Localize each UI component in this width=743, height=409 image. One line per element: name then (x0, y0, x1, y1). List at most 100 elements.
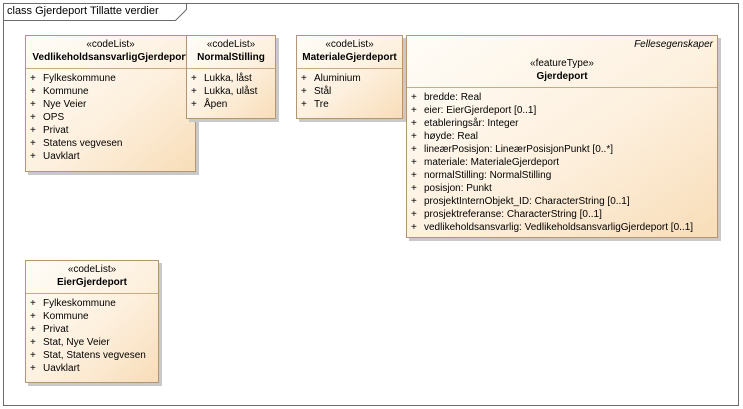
item-text: Uavklart (43, 151, 80, 162)
visibility-marker: + (30, 324, 36, 335)
attribute-item: + prosjektreferanse: CharacterString [0..… (407, 208, 717, 221)
visibility-marker: + (30, 99, 36, 110)
literal-item: + Statens vegvesen (26, 137, 195, 150)
visibility-marker: + (191, 86, 197, 97)
item-text: Aluminium (314, 73, 361, 84)
item-text: Stat, Statens vegvesen (43, 350, 146, 361)
literal-list: +Fylkeskommune+Kommune+Nye Veier+OPS+Pri… (26, 69, 195, 163)
visibility-marker: + (30, 73, 36, 84)
stereotype-label: «codeList» (325, 39, 374, 50)
literal-item: + Åpen (187, 98, 275, 111)
attribute-item: + materiale: MaterialeGjerdeport (407, 156, 717, 169)
visibility-marker: + (411, 170, 417, 181)
item-text: høyde: Real (424, 131, 478, 142)
literal-item: + Uavklart (26, 150, 195, 163)
literal-item: + Fylkeskommune (26, 297, 158, 310)
item-text: Stål (314, 86, 332, 97)
item-text: Statens vegvesen (43, 138, 123, 149)
item-text: Privat (43, 125, 69, 136)
visibility-marker: + (411, 105, 417, 116)
item-text: Uavklart (43, 363, 80, 374)
literal-item: +Lukka, ulåst (187, 85, 275, 98)
visibility-marker: + (411, 222, 417, 233)
literal-item: +Stat, Nye Veier (26, 336, 158, 349)
visibility-marker: + (411, 209, 417, 220)
visibility-marker: + (30, 138, 36, 149)
visibility-marker: + (30, 363, 36, 374)
visibility-marker: + (411, 183, 417, 194)
item-text: normalStilling: NormalStilling (424, 170, 552, 181)
literal-item: +Fylkeskommune (26, 72, 195, 85)
frame-tab-outline (3, 3, 187, 21)
literal-item: + Privat (26, 323, 158, 336)
visibility-marker: + (191, 73, 197, 84)
literal-list: + Aluminium + Stål + Tre (297, 69, 402, 111)
item-text: Kommune (43, 86, 89, 97)
attribute-item: + høyde: Real (407, 130, 717, 143)
item-text: prosjektInternObjekt_ID: CharacterString… (424, 196, 630, 207)
class-name: Gjerdeport (536, 71, 588, 82)
item-text: etableringsår: Integer (424, 118, 519, 129)
diagram-title: class Gjerdeport Tillatte verdier (7, 5, 159, 17)
item-text: materiale: MaterialeGjerdeport (424, 157, 560, 168)
literal-item: + Privat (26, 124, 195, 137)
visibility-marker: + (411, 92, 417, 103)
item-text: Privat (43, 324, 69, 335)
item-text: bredde: Real (424, 92, 482, 103)
attribute-list: + bredde: Real+eier: EierGjerdeport [0..1… (407, 88, 717, 234)
visibility-marker: + (411, 196, 417, 207)
class-header: «codeList» MaterialeGjerdeport (297, 36, 402, 69)
item-text: Fylkeskommune (43, 298, 116, 309)
attribute-item: + vedlikeholdsansvarlig: Vedlikeholdsansv… (407, 221, 717, 234)
class-header: «codeList» EierGjerdeport (26, 261, 158, 294)
item-text: Åpen (204, 99, 228, 110)
class-name: MaterialeGjerdeport (302, 52, 397, 63)
visibility-marker: + (30, 151, 36, 162)
visibility-marker: + (30, 86, 36, 97)
visibility-marker: + (301, 73, 307, 84)
literal-item: +Nye Veier (26, 98, 195, 111)
item-text: prosjektreferanse: CharacterString [0..1… (424, 209, 602, 220)
attribute-item: +etableringsår: Integer (407, 117, 717, 130)
literal-item: + Stål (297, 85, 402, 98)
literal-item: + Kommune (26, 85, 195, 98)
attribute-item: + prosjektInternObjekt_ID: CharacterStrin… (407, 195, 717, 208)
literal-item: + Tre (297, 98, 402, 111)
literal-item: + OPS (26, 111, 195, 124)
stereotype-label: «codeList» (86, 39, 135, 50)
literal-item: + Uavklart (26, 362, 158, 375)
class-header: «codeList» NormalStilling (187, 36, 275, 69)
item-text: Tre (314, 99, 329, 110)
item-text: vedlikeholdsansvarlig: Vedlikeholdsansva… (424, 222, 694, 233)
item-text: posisjon: Punkt (424, 183, 492, 194)
item-text: OPS (43, 112, 65, 123)
item-text: Stat, Nye Veier (43, 337, 110, 348)
visibility-marker: + (30, 125, 36, 136)
visibility-marker: + (30, 311, 36, 322)
visibility-marker: + (411, 131, 417, 142)
attribute-item: + posisjon: Punkt (407, 182, 717, 195)
visibility-marker: + (301, 99, 307, 110)
attribute-item: + bredde: Real (407, 91, 717, 104)
literal-list: + Lukka, låst+Lukka, ulåst+ Åpen (187, 69, 275, 111)
class-eier-gjerdeport[interactable]: «codeList» EierGjerdeport + Fylkeskommune… (25, 260, 159, 383)
class-gjerdeport[interactable]: Fellesegenskaper «featureType» Gjerdepor… (406, 35, 718, 238)
class-materiale-gjerdeport[interactable]: «codeList» MaterialeGjerdeport + Aluminiu… (296, 35, 403, 119)
visibility-marker: + (191, 99, 197, 110)
visibility-marker: + (411, 157, 417, 168)
visibility-marker: + (30, 298, 36, 309)
stereotype-label: «codeList» (67, 264, 117, 275)
literal-list: +Fylkeskommune+Kommune+Privat+Stat, Nye … (26, 294, 158, 375)
class-name: NormalStilling (197, 52, 265, 63)
item-text: Lukka, låst (204, 73, 252, 84)
class-vedlikeholdsansvarlig-gjerdeport[interactable]: «codeList» VedlikeholdsansvarligGjerdepo… (25, 35, 196, 172)
class-normal-stilling[interactable]: «codeList» NormalStilling + Lukka, låst+L… (186, 35, 276, 119)
class-header: «codeList» VedlikeholdsansvarligGjerdepo… (26, 36, 195, 69)
item-text: Kommune (43, 311, 89, 322)
visibility-marker: + (411, 144, 417, 155)
stereotype-label: «codeList» (206, 39, 256, 50)
attribute-item: +lineærPosisjon: LineærPosisjonPunkt [0.… (407, 143, 717, 156)
attribute-item: +eier: EierGjerdeport [0..1] (407, 104, 717, 117)
visibility-marker: + (30, 112, 36, 123)
visibility-marker: + (301, 86, 307, 97)
